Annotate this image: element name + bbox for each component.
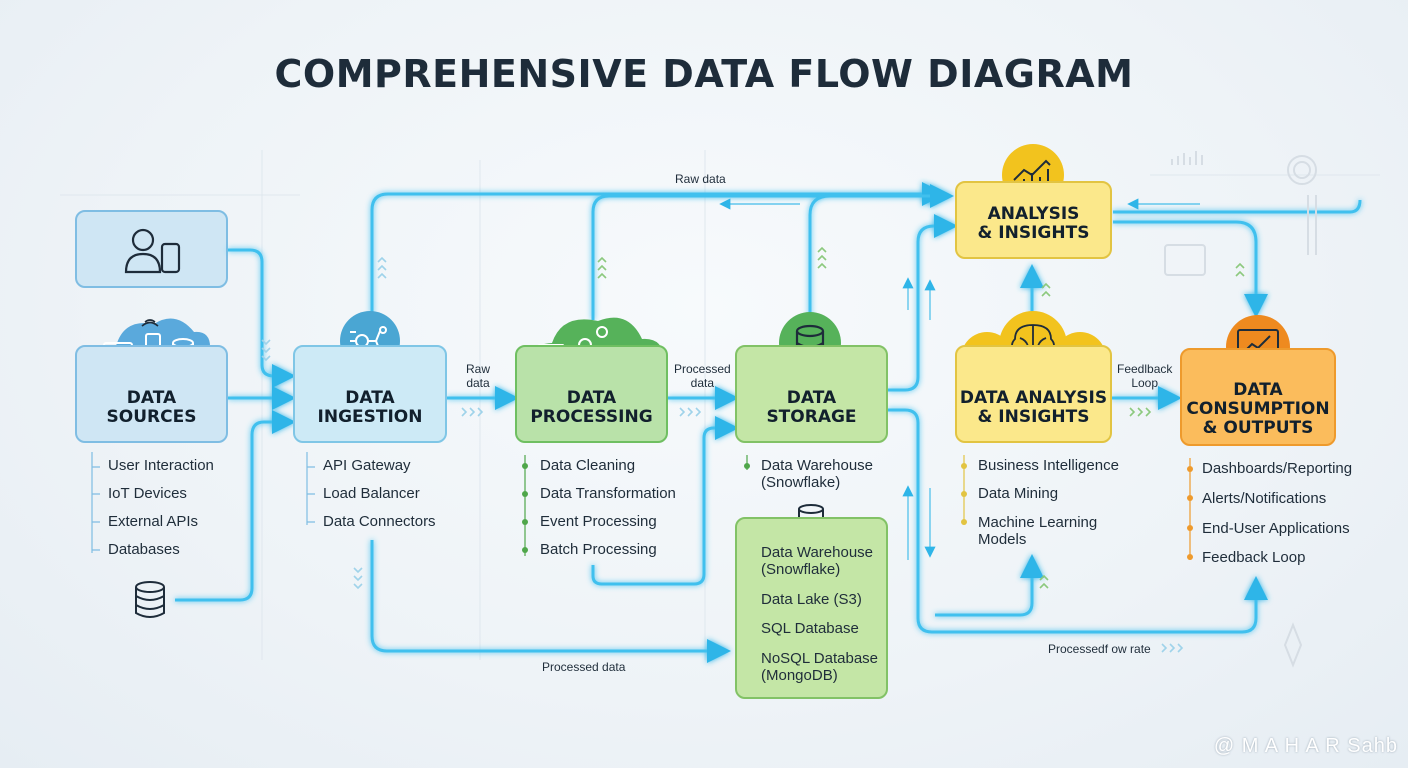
box-title-line: DATA bbox=[345, 388, 395, 408]
box-title-line: DATA bbox=[786, 388, 837, 408]
list-item: External APIs bbox=[108, 513, 199, 530]
list-item: Feedback Loop bbox=[1202, 549, 1306, 566]
list-item: (MongoDB) bbox=[761, 667, 838, 684]
list-bullets bbox=[522, 463, 1193, 661]
database-icon bbox=[135, 581, 165, 618]
data-sources-box: DATA SOURCES bbox=[75, 345, 228, 443]
data-storage-box: DATA STORAGE bbox=[735, 345, 888, 443]
list-item: Data Transformation bbox=[540, 485, 676, 502]
list-item: (Snowflake) bbox=[761, 474, 841, 491]
box-title-line: DATA bbox=[1233, 380, 1283, 400]
flow-label-feedback: Feedlback Loop bbox=[1117, 362, 1172, 390]
list-item: API Gateway bbox=[323, 457, 411, 474]
background-grid bbox=[60, 150, 1380, 660]
box-title-line: PROCESSING bbox=[530, 407, 653, 427]
list-item: End-User Applications bbox=[1202, 520, 1350, 537]
list-item: (Snowflake) bbox=[761, 561, 841, 578]
box-title-line: INGESTION bbox=[317, 407, 423, 427]
flow-label-line: data bbox=[466, 376, 490, 390]
flow-label-line: data bbox=[690, 376, 715, 390]
flow-label-raw-top: Raw data bbox=[675, 172, 726, 186]
flow-lines bbox=[175, 182, 1362, 663]
list-item: Alerts/Notifications bbox=[1202, 490, 1327, 507]
flow-label-raw: Raw data bbox=[466, 362, 490, 390]
flow-label-line: Processed bbox=[674, 362, 731, 376]
box-title-line: & INSIGHTS bbox=[977, 223, 1090, 243]
list-item: User Interaction bbox=[108, 457, 214, 474]
list-item: SQL Database bbox=[761, 620, 859, 637]
list-item: Data Connectors bbox=[323, 513, 436, 530]
flow-label-processed-bottom: Processed data bbox=[542, 660, 626, 674]
box-title-line: ANALYSIS bbox=[987, 204, 1080, 224]
flow-label-processed: Processed data bbox=[674, 362, 731, 390]
watermark: @ M A H A R Sahb bbox=[1213, 735, 1398, 757]
list-item: Load Balancer bbox=[323, 485, 420, 502]
box-title-line: DATA bbox=[566, 388, 617, 408]
list-item: Data Warehouse bbox=[761, 544, 874, 561]
page-title: COMPREHENSIVE DATA FLOW DIAGRAM bbox=[274, 52, 1134, 96]
data-processing-box: DATA PROCESSING bbox=[515, 345, 668, 443]
flow-label-line: Raw bbox=[466, 362, 491, 376]
list-item: Machine Learning bbox=[978, 514, 1098, 531]
box-title-line: & OUTPUTS bbox=[1202, 418, 1314, 438]
list-item: Databases bbox=[108, 541, 180, 558]
chevron-hints bbox=[261, 246, 1245, 653]
list-item: Batch Processing bbox=[540, 541, 657, 558]
list-item: Dashboards/Reporting bbox=[1202, 460, 1353, 477]
box-title-line: STORAGE bbox=[766, 407, 857, 427]
storage-detail-box bbox=[735, 517, 888, 699]
box-title-line: & INSIGHTS bbox=[977, 407, 1090, 427]
list-item: NoSQL Database bbox=[761, 650, 879, 667]
list-item: Data Warehouse bbox=[761, 457, 874, 474]
flow-label-processed-rate: Processedf ow rate bbox=[1048, 642, 1151, 656]
list-item: IoT Devices bbox=[108, 485, 187, 502]
return-arrows bbox=[719, 198, 1200, 560]
data-analysis-box: DATA ANALYSIS & INSIGHTS bbox=[955, 345, 1112, 443]
analysis-insights-box: ANALYSIS & INSIGHTS bbox=[955, 181, 1112, 259]
list-item: Data Cleaning bbox=[540, 457, 636, 474]
box-title-line: DATA ANALYSIS bbox=[959, 388, 1108, 408]
box-title-line: CONSUMPTION bbox=[1186, 399, 1330, 419]
flow-label-line: Feedlback bbox=[1117, 362, 1173, 376]
list-item: Business Intelligence bbox=[978, 457, 1119, 474]
decor-icons bbox=[1164, 151, 1317, 668]
data-consumption-box: DATA CONSUMPTION & OUTPUTS bbox=[1180, 348, 1336, 446]
box-title-line: DATA bbox=[126, 388, 177, 408]
box-title-line: SOURCES bbox=[106, 407, 197, 427]
user-device-icon bbox=[124, 228, 181, 274]
data-ingestion-box: DATA INGESTION bbox=[293, 345, 447, 443]
flow-label-line: Loop bbox=[1131, 376, 1159, 390]
list-item: Event Processing bbox=[540, 513, 657, 530]
list-item: Data Mining bbox=[978, 485, 1059, 502]
list-item: Models bbox=[978, 531, 1027, 548]
list-item: Data Lake (S3) bbox=[761, 591, 862, 608]
